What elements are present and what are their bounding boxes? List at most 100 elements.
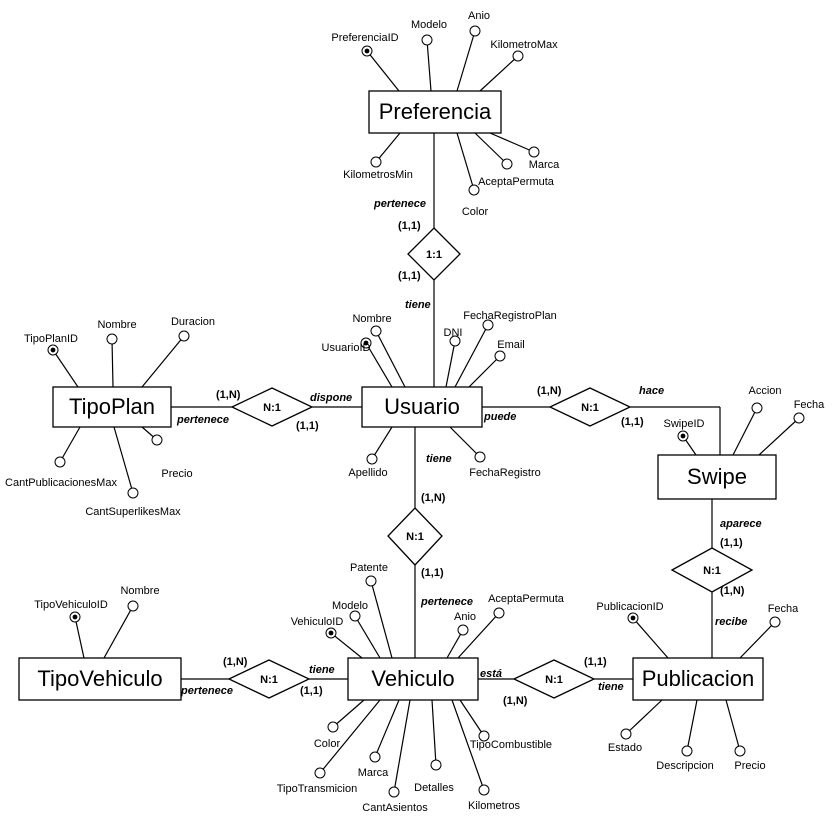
attribute-preferencia-modelo: Modelo bbox=[411, 19, 447, 46]
relationship-user-vehiculo[interactable]: N:1 bbox=[387, 507, 443, 566]
role-label-tiene: tiene bbox=[426, 453, 452, 465]
attribute-usuario-email: Email bbox=[494, 339, 525, 362]
role-label-pertenece: pertenece bbox=[176, 414, 229, 426]
attribute-usuario-id: UsuarioID bbox=[322, 337, 372, 354]
relationship-label: N:1 bbox=[703, 565, 721, 577]
cardinality: (1,N) bbox=[223, 656, 248, 668]
entity-swipe[interactable]: Swipe bbox=[657, 454, 777, 500]
attribute-publicacion-precio: Precio bbox=[734, 745, 766, 772]
attribute-label: Anio bbox=[468, 10, 490, 22]
cardinality: (1,N) bbox=[720, 585, 745, 597]
entity-publicacion[interactable]: Publicacion bbox=[632, 657, 764, 701]
attribute-tipoplan-id: TipoPlanID bbox=[24, 333, 78, 356]
relationship-plan-user[interactable]: N:1 bbox=[230, 387, 314, 427]
role-label-pertenece: pertenece bbox=[373, 198, 426, 210]
attribute-label: CantSuperlikesMax bbox=[85, 506, 181, 518]
cardinality: (1,1) bbox=[584, 656, 607, 668]
attribute-label: Nombre bbox=[352, 313, 391, 325]
attribute-tipovehiculo-id: TipoVehiculoID bbox=[34, 599, 108, 623]
role-label-dispone: dispone bbox=[310, 392, 352, 404]
cardinality: (1,N) bbox=[421, 492, 446, 504]
cardinality: (1,1) bbox=[300, 685, 323, 697]
attribute-label: CantAsientos bbox=[362, 802, 428, 814]
relationship-pref-user[interactable]: 1:1 bbox=[407, 227, 461, 281]
role-label-tiene: tiene bbox=[598, 681, 624, 693]
attribute-vehiculo-tipotransmicion: TipoTransmicion bbox=[277, 767, 357, 795]
relationship-lines bbox=[171, 133, 721, 680]
entity-label: TipoPlan bbox=[69, 394, 155, 419]
attribute-swipe-id: SwipeID bbox=[664, 418, 705, 442]
attribute-label: Modelo bbox=[411, 19, 447, 31]
entity-tipoplan[interactable]: TipoPlan bbox=[52, 386, 172, 428]
attribute-vehiculo-detalles: Detalles bbox=[414, 759, 454, 794]
attribute-label: FechaRegistro bbox=[469, 467, 541, 479]
entity-usuario[interactable]: Usuario bbox=[361, 386, 483, 428]
attribute-label: Anio bbox=[454, 611, 476, 623]
attribute-label: Fecha bbox=[768, 603, 799, 615]
attribute-usuario-dni: DNI bbox=[444, 327, 462, 347]
attribute-label: Marca bbox=[529, 159, 560, 171]
attribute-label: CantPublicacionesMax bbox=[5, 477, 117, 489]
attribute-vehiculo-tipocombustible: TipoCombustible bbox=[470, 730, 552, 751]
role-label-aparece: aparece bbox=[720, 518, 762, 530]
attribute-publicacion-id: PublicacionID bbox=[596, 601, 664, 624]
attribute-label: Apellido bbox=[348, 467, 387, 479]
role-label-hace: hace bbox=[639, 385, 664, 397]
attribute-label: Marca bbox=[358, 767, 389, 779]
attribute-label: Color bbox=[462, 206, 489, 218]
attribute-tipoplan-cantpublicacionesmax: CantPublicacionesMax bbox=[5, 456, 117, 489]
attribute-label: Descripcion bbox=[656, 760, 713, 772]
attribute-label: AceptaPermuta bbox=[488, 593, 565, 605]
attribute-usuario-apellido: Apellido bbox=[348, 453, 388, 479]
entity-tipovehiculo[interactable]: TipoVehiculo bbox=[18, 657, 182, 701]
attribute-label: Accion bbox=[748, 385, 781, 397]
attribute-label: Color bbox=[314, 738, 341, 750]
attribute-preferencia-color: Color bbox=[462, 184, 489, 218]
attribute-label: Precio bbox=[161, 468, 192, 480]
attribute-label: TipoPlanID bbox=[24, 333, 78, 345]
attribute-preferencia-kilometromax: KilometroMax bbox=[490, 39, 558, 62]
attribute-label: Email bbox=[497, 339, 525, 351]
entity-label: TipoVehiculo bbox=[37, 666, 162, 691]
attribute-label: Duracion bbox=[171, 316, 215, 328]
entity-preferencia[interactable]: Preferencia bbox=[368, 90, 502, 134]
attribute-label: KilometrosMin bbox=[343, 169, 413, 181]
attribute-usuario-nombre: Nombre bbox=[352, 313, 392, 337]
cardinality: (1,1) bbox=[421, 567, 444, 579]
attribute-label: Kilometros bbox=[468, 800, 520, 812]
attribute-preferencia-anio: Anio bbox=[468, 10, 490, 37]
role-label-recibe: recibe bbox=[715, 616, 747, 628]
attribute-label: Patente bbox=[350, 562, 388, 574]
attribute-label: Nombre bbox=[120, 585, 159, 597]
entity-vehiculo[interactable]: Vehiculo bbox=[347, 657, 479, 701]
attribute-tipovehiculo-nombre: Nombre bbox=[120, 585, 160, 612]
cardinality: (1,1) bbox=[621, 416, 644, 428]
cardinality: (1,1) bbox=[398, 220, 421, 232]
attribute-label: KilometroMax bbox=[490, 39, 558, 51]
attribute-usuario-fecharegistro: FechaRegistro bbox=[469, 451, 541, 479]
attribute-label: PublicacionID bbox=[596, 601, 663, 613]
relationship-vehiculo-pub[interactable]: N:1 bbox=[512, 659, 596, 699]
entity-label: Swipe bbox=[687, 464, 747, 489]
attribute-label: Nombre bbox=[97, 319, 136, 331]
cardinality: (1,N) bbox=[503, 695, 528, 707]
cardinality: (1,N) bbox=[216, 389, 241, 401]
relationship-user-swipe[interactable]: N:1 bbox=[548, 387, 632, 427]
attribute-label: AceptaPermuta bbox=[478, 176, 555, 188]
attribute-vehiculo-cantasientos: CantAsientos bbox=[362, 786, 428, 814]
relationship-tipo-vehiculo[interactable]: N:1 bbox=[227, 659, 311, 699]
attribute-publicacion-estado: Estado bbox=[608, 728, 642, 754]
attribute-tipoplan-precio: Precio bbox=[151, 434, 193, 480]
attribute-lines bbox=[52, 30, 800, 793]
attribute-vehiculo-marca: Marca bbox=[358, 751, 389, 779]
attribute-label: Estado bbox=[608, 742, 642, 754]
attribute-preferencia-id: PreferenciaID bbox=[331, 32, 399, 57]
cardinality: (1,1) bbox=[398, 270, 421, 282]
attribute-publicacion-descripcion: Descripcion bbox=[656, 745, 714, 772]
attribute-label: PreferenciaID bbox=[331, 32, 398, 44]
attribute-label: Fecha bbox=[794, 399, 825, 411]
role-label-pertenece: pertenece bbox=[420, 596, 473, 608]
attribute-swipe-accion: Accion bbox=[748, 385, 782, 414]
relationship-swipe-pub[interactable]: N:1 bbox=[670, 547, 754, 593]
attribute-label: FechaRegistroPlan bbox=[463, 310, 557, 322]
